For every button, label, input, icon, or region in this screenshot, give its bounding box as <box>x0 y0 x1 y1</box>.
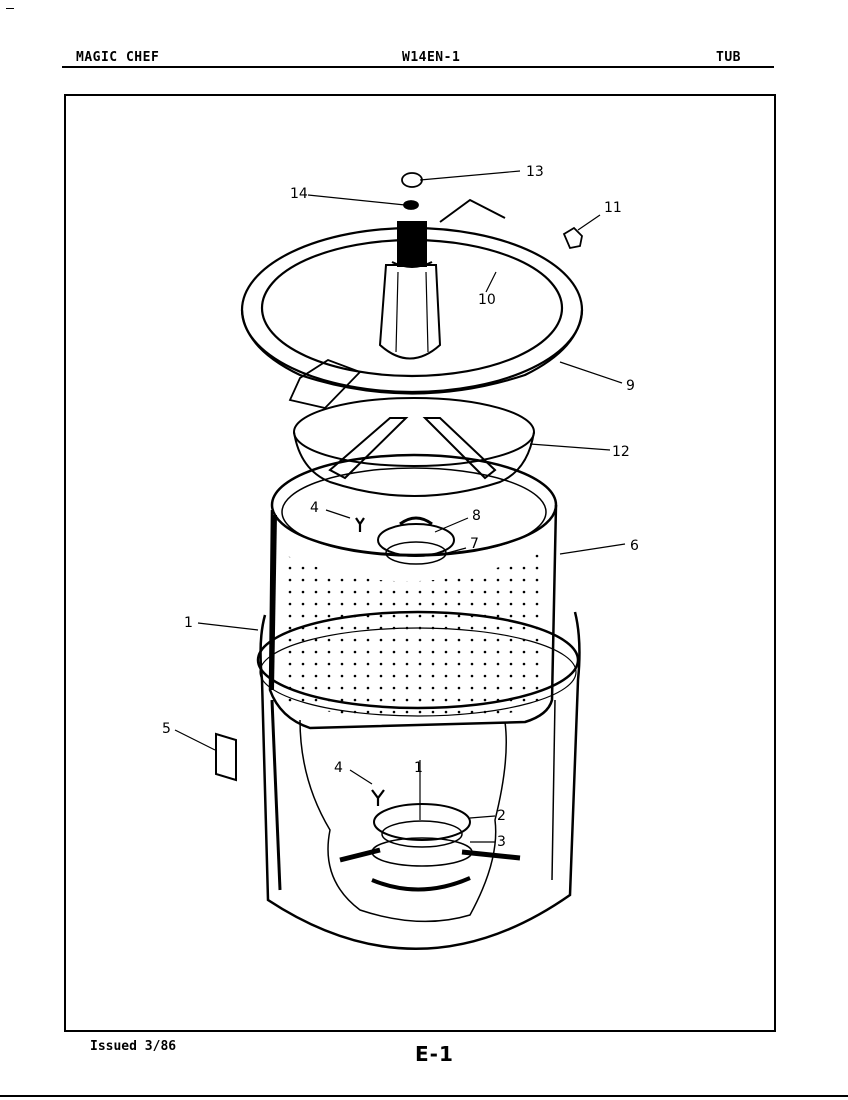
callout-13: 13 <box>526 164 544 180</box>
callout-4-lower: 4 <box>334 760 343 776</box>
callout-12: 12 <box>612 444 630 460</box>
agitator-column <box>378 221 442 360</box>
callout-1-tub: 1 <box>184 615 193 631</box>
diagram-frame <box>64 94 776 1032</box>
callout-9: 9 <box>626 378 635 394</box>
spin-basket <box>268 453 558 730</box>
callout-1-center: 1 <box>414 760 423 776</box>
agitator-skirt <box>293 397 535 497</box>
tub-ring <box>240 198 584 409</box>
corner-mark <box>6 8 14 9</box>
bottom-rule <box>0 1095 848 1097</box>
model-number: W14EN-1 <box>402 50 461 65</box>
callout-5: 5 <box>162 721 171 737</box>
callout-7: 7 <box>470 536 479 552</box>
callout-4-upper: 4 <box>310 500 319 516</box>
small-parts <box>215 172 583 806</box>
issued-date: Issued 3/86 <box>90 1039 177 1054</box>
callout-11: 11 <box>604 200 622 216</box>
page-number: E-1 <box>415 1042 454 1066</box>
leader-lines <box>174 170 626 843</box>
brand-label: MAGIC CHEF <box>76 50 160 65</box>
callout-10: 10 <box>478 292 496 308</box>
callout-2: 2 <box>497 808 506 824</box>
callout-8: 8 <box>472 508 481 524</box>
callout-labels: 13 14 11 10 9 12 6 8 7 4 1 5 4 1 2 3 <box>162 164 639 850</box>
header-rule <box>62 66 774 68</box>
callout-14: 14 <box>290 186 308 202</box>
callout-6: 6 <box>630 538 639 554</box>
section-title: TUB <box>716 50 741 65</box>
callout-3: 3 <box>497 834 506 850</box>
